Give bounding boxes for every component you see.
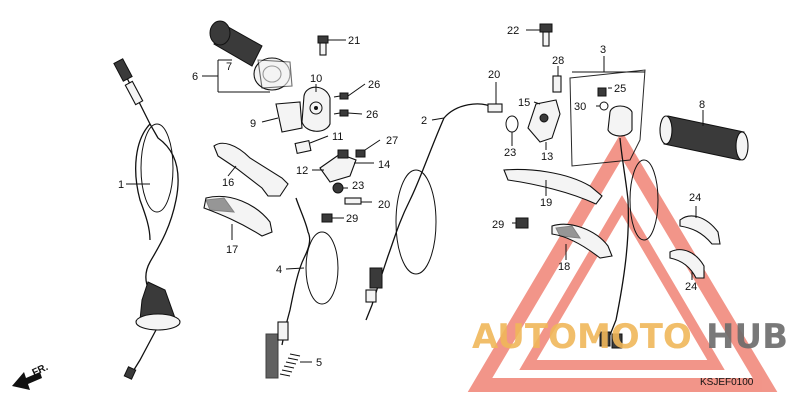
brake-lever [503,169,603,205]
spring-5 [265,333,301,379]
housing-cap [275,101,303,133]
callout-19: 19 [540,197,552,209]
callout-13: 13 [541,151,553,163]
bolt-22 [539,23,553,47]
front-direction-arrow: FR. [12,362,50,390]
ring-23b [505,115,519,133]
cable-guide-bottom [669,249,705,279]
callout-20a: 20 [488,69,500,81]
leader-lines [126,29,704,363]
nut-29a [321,213,333,223]
callout-14: 14 [378,159,390,171]
callout-25: 25 [614,83,626,95]
watermark-text-gray: HUB [706,317,788,357]
callout-labels: 1 2 3 4 5 6 7 8 9 10 11 12 13 14 15 16 1… [118,25,705,369]
screw-26b [333,109,349,117]
direction-label: FR. [31,362,50,379]
throttle-cable [113,58,181,380]
brake-lever-guard [551,223,613,259]
brake-lever-holder [527,99,561,143]
screw-26a [333,92,349,100]
callout-21: 21 [348,35,360,47]
callout-24a: 24 [689,192,701,204]
bolt-20a [487,103,503,113]
callout-1: 1 [118,179,124,191]
throttle-grip [209,20,293,91]
screw-25 [597,87,607,97]
callout-11: 11 [332,131,343,143]
callout-29a: 29 [346,213,358,225]
throttle-housing [301,86,331,132]
lever-holder [319,149,357,183]
callout-15: 15 [518,97,530,109]
callout-12: 12 [296,165,308,177]
washer-30 [599,101,609,111]
callout-26a: 26 [368,79,380,91]
callout-3: 3 [600,44,606,56]
watermark-text: AUTOMOTO HUB [472,317,788,357]
callout-4: 4 [276,264,282,276]
bolt-28 [552,75,562,93]
callout-5: 5 [316,357,322,369]
callout-7: 7 [226,61,232,73]
nut-29b [515,217,529,229]
callout-26b: 26 [366,109,378,121]
callout-29b: 29 [492,219,504,231]
callout-22: 22 [507,25,519,37]
watermark-text-colored: AUTOMOTO [472,317,692,357]
callout-17: 17 [226,244,238,256]
drawing-code: KSJEF0100 [700,377,754,388]
callout-18: 18 [558,261,570,273]
bolt-20b [344,197,362,205]
cable-guide-top [679,215,721,245]
callout-10: 10 [310,73,322,85]
screw-27 [355,149,366,158]
lever-guard [203,195,273,237]
callout-2: 2 [421,115,427,127]
callout-6: 6 [192,71,198,83]
callout-8: 8 [699,99,705,111]
callout-23b: 23 [504,147,516,159]
start-cable [365,103,495,321]
clutch-bracket-small [294,140,312,154]
nut-23a [332,182,344,194]
kill-switch [569,69,659,349]
callout-27: 27 [386,135,398,147]
callout-30: 30 [574,101,586,113]
callout-9: 9 [250,118,256,130]
callout-23a: 23 [352,180,364,192]
callout-20b: 20 [378,199,390,211]
callout-24b: 24 [685,281,697,293]
callout-28: 28 [552,55,564,67]
callout-16: 16 [222,177,234,189]
left-grip [659,115,749,161]
bolt-21 [317,35,329,56]
clutch-cable [277,197,339,346]
clutch-lever [213,142,289,197]
